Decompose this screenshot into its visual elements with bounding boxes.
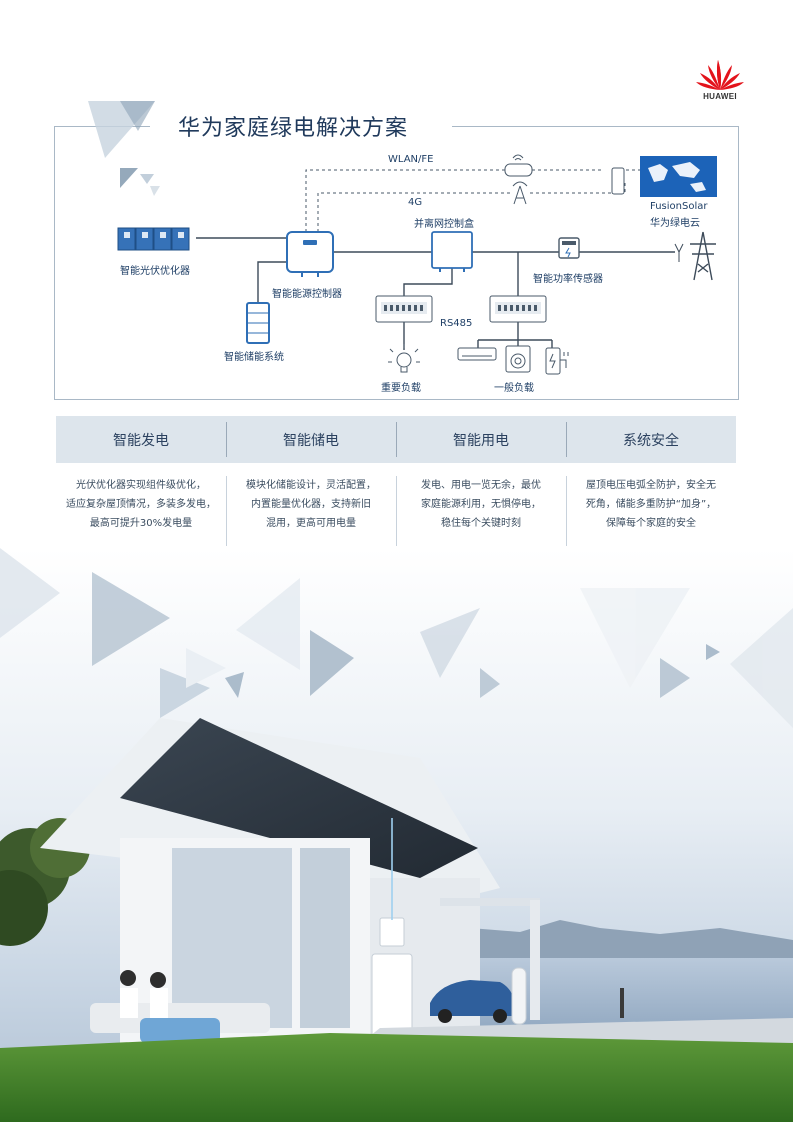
desc-line: 发电、用电一览无余，最优: [421, 480, 541, 491]
fourg-label: 4G: [408, 197, 423, 208]
tab-system-safety: 系统安全: [566, 416, 736, 463]
decorative-triangles: [88, 101, 160, 196]
cloud-name-label: FusionSolar: [650, 201, 708, 212]
controller-label: 智能能源控制器: [272, 289, 342, 300]
general-load-label: 一般负载: [494, 383, 534, 394]
desc-smart-generation: 光伏优化器实现组件级优化， 适应复杂屋顶情况，多装多发电， 最高可提升30%发电…: [56, 476, 226, 546]
wlan-label: WLAN/FE: [388, 154, 434, 165]
energy-controller-icon: [286, 231, 334, 277]
house-scene-illustration: [0, 548, 793, 1122]
important-load-label: 重要负载: [381, 383, 421, 394]
desc-line: 稳住每个关键时刻: [441, 518, 521, 529]
feature-tabs: 智能发电 智能储电 智能用电 系统安全: [56, 416, 736, 463]
desc-line: 死角，储能多重防护“加身”，: [585, 499, 717, 510]
ev-charger-icon: [545, 347, 569, 375]
feature-descriptions: 光伏优化器实现组件级优化， 适应复杂屋顶情况，多装多发电， 最高可提升30%发电…: [56, 476, 736, 546]
brand-name: HUAWEI: [703, 92, 737, 101]
page-title: 华为家庭绿电解决方案: [178, 116, 409, 141]
optimizer-label: 智能光伏优化器: [120, 266, 190, 277]
diagram-frame: [54, 126, 739, 400]
desc-line: 屋顶电压电弧全防护，安全无: [586, 480, 716, 491]
desc-line: 光伏优化器实现组件级优化，: [76, 480, 206, 491]
pv-optimizer-icon: [117, 227, 190, 251]
power-sensor-icon: [558, 237, 580, 259]
desc-line: 保障每个家庭的安全: [606, 518, 696, 529]
desc-line: 混用，更高可用电量: [266, 518, 356, 529]
tab-smart-consumption: 智能用电: [396, 416, 566, 463]
grid-control-box-icon: [431, 231, 473, 272]
desc-line: 模块化储能设计，灵活配置，: [246, 480, 376, 491]
grid-box-label: 并离网控制盒: [414, 219, 474, 230]
power-sensor-label: 智能功率传感器: [533, 274, 603, 285]
huawei-logo: HUAWEI: [692, 56, 748, 106]
desc-line: 最高可提升30%发电量: [89, 518, 193, 529]
fusionsolar-map-icon: [640, 156, 717, 197]
tab-smart-generation: 智能发电: [113, 432, 169, 449]
tab-smart-storage: 智能储电: [226, 416, 396, 463]
battery-storage-icon: [246, 302, 270, 344]
lightbulb-icon: [388, 344, 420, 373]
system-diagram: [117, 154, 717, 375]
desc-system-safety: 屋顶电压电弧全防护，安全无 死角，储能多重防护“加身”， 保障每个家庭的安全: [566, 476, 736, 546]
desc-line: 家庭能源利用，无惧停电，: [421, 499, 541, 510]
rs485-label: RS485: [440, 318, 473, 329]
desc-line: 适应复杂屋顶情况，多装多发电，: [66, 499, 216, 510]
desc-smart-consumption: 发电、用电一览无余，最优 家庭能源利用，无惧停电， 稳住每个关键时刻: [396, 476, 566, 546]
desc-smart-storage: 模块化储能设计，灵活配置， 内置能量优化器，支持新旧 混用，更高可用电量: [226, 476, 396, 546]
breaker-panel-general: [489, 295, 547, 323]
storage-label: 智能储能系统: [224, 352, 284, 363]
desc-line: 内置能量优化器，支持新旧: [251, 499, 371, 510]
cloud-sub-label: 华为绿电云: [650, 218, 700, 229]
power-pylon-icon: [674, 231, 716, 281]
antenna-4g-icon: [512, 181, 528, 205]
washing-machine-icon: [505, 345, 531, 373]
huawei-petals-icon: [696, 60, 744, 90]
breaker-panel-important: [375, 295, 433, 323]
air-conditioner-icon: [457, 347, 497, 361]
router-icon: [504, 154, 533, 177]
frame-top-right: [452, 126, 739, 127]
phone-icon: [611, 167, 625, 195]
